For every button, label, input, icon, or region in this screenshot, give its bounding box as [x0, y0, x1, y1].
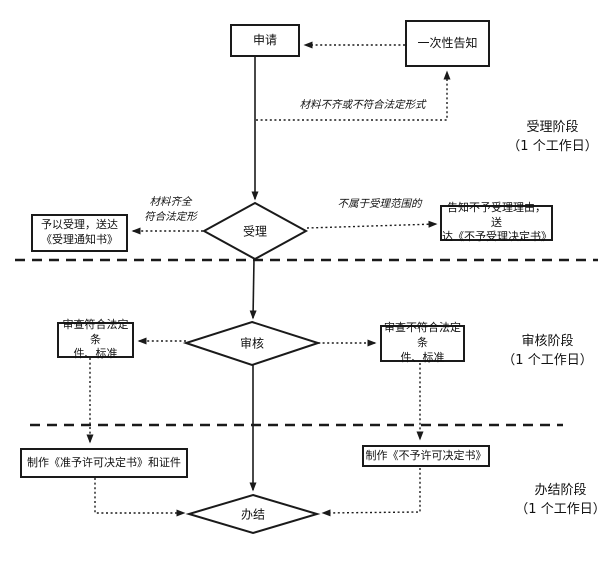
- one-time-notice-box: 一次性告知: [405, 20, 490, 67]
- stage-review-duration: （1 个工作日）: [502, 352, 593, 368]
- reject-accept-line1: 告知不予受理理由，送: [447, 200, 546, 229]
- stage-complete: 办结阶段 （1 个工作日）: [508, 482, 605, 520]
- grant-accept-line1: 予以受理，送达: [41, 218, 118, 232]
- grant-accept-line2: 《受理通知书》: [41, 233, 118, 246]
- stage-separators: [15, 258, 598, 427]
- stage-accept-duration: （1 个工作日）: [507, 138, 598, 154]
- apply-box: 申请: [230, 24, 300, 57]
- reject-accept-box: 告知不予受理理由，送 达《不予受理决定书》: [440, 201, 553, 243]
- review-pass-line2: 件、标准: [73, 347, 118, 361]
- review-pass-line1: 审查符合法定条: [62, 317, 129, 346]
- materials-complete-line2: 符合法定形: [144, 210, 197, 223]
- review-fail-box: 审查不符合法定条 件、标准: [380, 321, 465, 364]
- solid-flow-lines: [249, 57, 259, 492]
- stage-accept-name: 受理阶段: [526, 120, 579, 135]
- edge-denial-to-complete: [321, 468, 421, 517]
- reject-accept-line2: 达《不予受理决定书》: [442, 230, 552, 244]
- make-denial-box: 制作《不予许可决定书》: [362, 445, 490, 467]
- materials-incomplete-label: 材料不齐或不符合法定形式: [299, 99, 426, 111]
- apply-label: 申请: [252, 33, 277, 48]
- review-fail-line2: 件、标准: [400, 350, 445, 364]
- one-time-notice-label: 一次性告知: [417, 36, 478, 51]
- review-diamond-label: 审核: [239, 336, 265, 351]
- edge-accept-to-review: [249, 258, 257, 320]
- stage-review: 审核阶段 （1 个工作日）: [495, 333, 600, 371]
- stage-complete-name: 办结阶段: [534, 483, 587, 498]
- stage-accept: 受理阶段 （1 个工作日）: [500, 119, 605, 157]
- materials-complete-label: 材料齐全 符合法定形: [128, 195, 213, 224]
- complete-diamond-label: 办结: [240, 507, 266, 522]
- edge-accept-to-reject: [306, 220, 438, 229]
- dotted-links: [86, 41, 451, 517]
- grant-accept-box: 予以受理，送达 《受理通知书》: [31, 214, 128, 252]
- complete-diamond: [185, 493, 321, 535]
- edge-license-to-complete: [94, 478, 186, 517]
- review-diamond: [182, 320, 322, 367]
- make-denial-label: 制作《不予许可决定书》: [365, 448, 487, 462]
- out-of-scope-label: 不属于受理范围的: [337, 198, 422, 210]
- materials-complete-line1: 材料齐全: [149, 196, 192, 208]
- stage-complete-duration: （1 个工作日）: [515, 501, 605, 517]
- decision-diamonds: [182, 201, 322, 535]
- review-pass-box: 审查符合法定条 件、标准: [57, 318, 134, 360]
- stage-review-name: 审核阶段: [521, 334, 574, 349]
- review-fail-line1: 审查不符合法定条: [384, 321, 461, 350]
- accept-diamond-label: 受理: [242, 224, 268, 239]
- edge-incomplete-to-notice: [256, 70, 451, 121]
- make-license-label: 制作《准予许可决定书》和证件: [27, 455, 181, 469]
- make-license-box: 制作《准予许可决定书》和证件: [20, 448, 188, 478]
